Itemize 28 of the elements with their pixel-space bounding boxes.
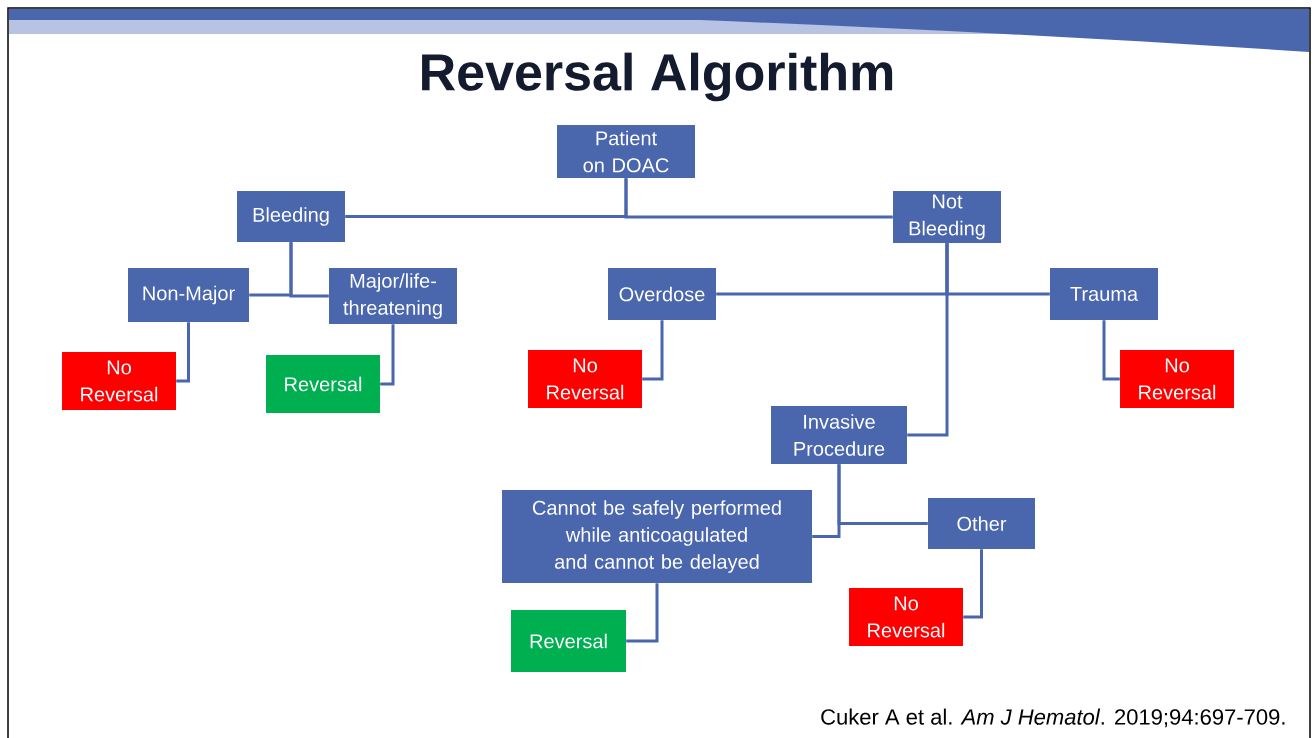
process-box: Non-Major xyxy=(128,268,249,322)
outcome-box: No Reversal xyxy=(62,352,176,410)
connector-line xyxy=(289,242,329,298)
process-box: Other xyxy=(928,498,1035,549)
process-box: Not Bleeding xyxy=(893,191,1001,243)
slide-title: Reversal Algorithm xyxy=(422,52,893,102)
process-box: Cannot be safely performed while anticoagulated and cannot be delayed xyxy=(502,490,812,583)
outcome-box: No Reversal xyxy=(849,588,963,646)
process-box: Patient on DOAC xyxy=(557,125,695,178)
connector-line xyxy=(642,320,664,381)
connector-line xyxy=(626,583,659,643)
process-box: Trauma xyxy=(1050,268,1158,320)
connector-line xyxy=(176,322,190,383)
process-box: Overdose xyxy=(608,268,716,320)
connector-line xyxy=(907,243,949,437)
connector-line xyxy=(624,178,893,219)
connector-line xyxy=(837,464,928,525)
process-box: Bleeding xyxy=(237,191,345,242)
outcome-box: Reversal xyxy=(511,610,626,672)
process-box: Invasive Procedure xyxy=(771,406,907,464)
outcome-box: No Reversal xyxy=(528,350,642,408)
connector-line xyxy=(963,549,983,619)
outcome-box: No Reversal xyxy=(1120,350,1234,408)
connector-line xyxy=(1102,320,1120,381)
citation: Cuker A et al. Am J Hematol. 2019;94:697-709. xyxy=(821,708,1285,728)
process-box: Major/life-threatening xyxy=(329,268,457,324)
connector-line xyxy=(380,324,395,386)
outcome-box: Reversal xyxy=(266,355,380,413)
